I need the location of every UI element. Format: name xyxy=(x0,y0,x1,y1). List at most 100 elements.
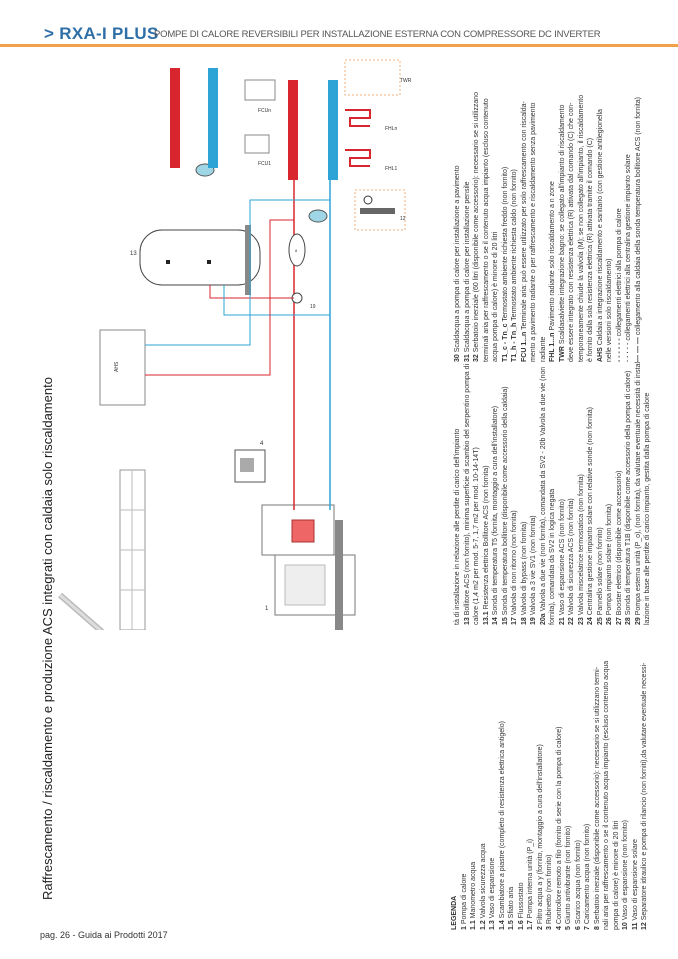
legend-text: calore (1,4 m2 per mod. 5-7, 1,7 m2 per … xyxy=(473,447,480,625)
legend-key: 27 xyxy=(615,617,623,625)
legend-key: 1.5 xyxy=(508,920,515,930)
legend-item: T1_h - Tn_h Termostato ambiente richiest… xyxy=(510,52,520,362)
legend-text: Manometro acqua xyxy=(470,861,477,919)
label-controller: 4 xyxy=(260,441,264,447)
legend-item: deve essere integrato con resistenza ele… xyxy=(567,52,577,362)
legend-text: Vaso di espansione xyxy=(489,857,496,919)
legend-item: 19 Valvola a 3 vie SV1 (non fornita) xyxy=(529,365,539,625)
legend-text: Pompa esterna unità (P_o), (non fornita)… xyxy=(634,359,642,616)
legend-text: Rubinetto (non fornito) xyxy=(546,854,553,925)
legend-text: Sonda di temperatura bollitore (disponib… xyxy=(501,386,509,616)
legend-key: LEGENDA xyxy=(451,895,458,930)
legend-item: 1.4 Scambiatore a piastre (completo di r… xyxy=(498,630,508,930)
legend-item: 27 Booster elettrico (disponibile come a… xyxy=(615,365,625,625)
legend-item: nali aria per raffrescamento o se il con… xyxy=(602,630,612,930)
legend-text: Pannello solare (non fornito) xyxy=(596,527,604,616)
legend-text: Pompa di calore xyxy=(460,873,468,925)
legend-item: 12 Separatore idraulico e pompa di rilan… xyxy=(640,630,650,930)
legend-text: collegamento alla caldaia della sonda te… xyxy=(634,97,642,336)
legend-item: 1.5 Sfiato aria xyxy=(507,630,517,930)
legend-item: 17 Valvola di non ritorno (non fornita) xyxy=(510,365,520,625)
legend-key: 21 xyxy=(558,617,566,625)
legend-text: Valvola a due vie (non fornita), comanda… xyxy=(539,366,547,612)
legend-key: 14 xyxy=(492,617,499,625)
pump-29 xyxy=(363,195,373,205)
label-fcun: FCUn xyxy=(258,108,271,114)
legend-text: nali aria per raffrescamento o se il con… xyxy=(603,660,610,930)
legend-text: Separatore idraulico e pompa di rilancio… xyxy=(641,662,648,921)
legend-text: Serbatoio inerziale (disponibile come ac… xyxy=(593,666,601,925)
legend-item: TWR Scaldasalviette integrazione bagno: … xyxy=(558,52,568,362)
legend-text: collegamenti elettrici alla centralina g… xyxy=(625,154,632,341)
legend-text: radiante xyxy=(539,336,547,362)
legend-item: 10 Vaso di espansione (non fornito) xyxy=(621,630,631,930)
legend-key: TWR xyxy=(558,346,566,362)
legend-item: AHS Caldaia a integrazione riscaldamento… xyxy=(596,52,606,362)
legend-item: 1 Pompa di calore xyxy=(460,630,470,930)
legend-item: 21 Vaso di espansione ACS (non fornito) xyxy=(558,365,568,625)
label-fcu1: FCU1 xyxy=(258,161,271,167)
header-subtitle: POMPE DI CALORE REVERSIBILI PER INSTALLA… xyxy=(154,29,601,40)
legend-key: 1.3 xyxy=(489,920,496,930)
fcun-unit xyxy=(244,79,276,101)
legend-text: Vaso di espansione (non fornito) xyxy=(622,819,629,921)
twr-box xyxy=(344,59,401,96)
fcu1-unit xyxy=(244,134,270,154)
legend-item: — — — collegamento alla caldaia della so… xyxy=(634,52,644,362)
legend-text: Valvola a 3 vie SV1 (non fornita) xyxy=(530,515,537,616)
legend-item: - - - - - - collegamenti elettrici alla … xyxy=(615,52,625,362)
legend-text: è fornito dalla sola resistenza elettric… xyxy=(587,137,594,362)
label-fhln: FHLn xyxy=(385,126,397,132)
legend-key: 25 xyxy=(596,617,604,625)
legend-text: Termostato ambiente richiesta caldo (non… xyxy=(511,169,518,321)
legend-key: 28 xyxy=(625,617,632,625)
legend-column-3: 30 Scaldacqua a pompa di calore per inst… xyxy=(453,52,643,362)
legend-key: 30 xyxy=(454,354,461,362)
legend-text: Giunto antivibrante (non fornito) xyxy=(565,825,572,925)
legend-text: lazione in base alle perdite di carico i… xyxy=(644,392,651,625)
sensor-15 xyxy=(166,260,170,264)
wall xyxy=(119,469,146,630)
label-tank: 13 xyxy=(130,251,137,257)
legend-key: 11 xyxy=(631,922,639,930)
header-rule xyxy=(0,44,678,47)
legend-item: 8 Serbatoio inerziale (disponibile come … xyxy=(593,630,603,930)
legend-item: 13.1 Resistenza elettrica Bollitore ACS … xyxy=(482,365,492,625)
legend-text: Caricamento acqua (non fornito) xyxy=(584,823,591,925)
legend-item: 30 Scaldacqua a pompa di calore per inst… xyxy=(453,52,463,362)
buffer-tank xyxy=(288,233,306,267)
legend-item: 11 Vaso di espansione solare xyxy=(631,630,641,930)
legend-item: 24 Centralina gestione impianto solare c… xyxy=(586,365,596,625)
legend-key: · · · · · xyxy=(625,342,632,362)
legend-key: 18 xyxy=(520,617,528,625)
legend-key: 5 xyxy=(565,926,572,930)
legend-text: collegamenti elettrici alla pompa di cal… xyxy=(615,208,623,337)
legend-text: Booster elettrico (disponibile come acce… xyxy=(615,470,623,616)
legend-item: 14 Sonda di temperatura T5 (fornita, mon… xyxy=(491,365,501,625)
legend-text: Valvola sicurezza acqua xyxy=(479,843,487,919)
legend-item: · · · · · collegamenti elettrici alla ce… xyxy=(624,52,634,362)
legend-key: 12 xyxy=(641,922,648,930)
legend-item: 13 Bollitore ACS (non fornito), minima s… xyxy=(463,364,473,625)
legend-text: Termostato ambiente richiesta freddo (no… xyxy=(501,166,509,322)
legend-key: 7 xyxy=(584,926,591,930)
legend-item: FCU 1...n Terminale aria: può essere uti… xyxy=(520,52,530,362)
legend-text: Scaldacqua a pompa di calore per install… xyxy=(463,181,471,353)
page-header: > RXA-I PLUS POMPE DI CALORE REVERSIBILI… xyxy=(0,22,678,47)
legend-text: Vaso di espansione ACS (non fornito) xyxy=(558,499,566,616)
legend-key: — — — xyxy=(634,337,642,362)
dhw-tank xyxy=(139,229,261,286)
legend-text: Scarico acqua (non fornito) xyxy=(574,840,582,925)
legend-item: nelle versioni solo riscaldamento) xyxy=(605,52,615,363)
legend-text: nelle versioni solo riscaldamento) xyxy=(606,258,613,363)
label-heat-pump: 1 xyxy=(265,606,269,612)
legend-item: 20a Valvola a due vie (non fornita), com… xyxy=(539,365,549,625)
expansion-vessel-10 xyxy=(308,209,328,223)
legend-item: 22 Valvola di sicurezza ACS (non fornita… xyxy=(567,365,577,625)
legend-key: 13.1 xyxy=(482,611,490,625)
legend-text: Controllore remoto a filo (fornito di se… xyxy=(555,726,563,925)
legend-key: AHS xyxy=(596,347,604,362)
legend-item: 5 Giunto antivibrante (non fornito) xyxy=(564,630,574,930)
legend-item: mento a pavimento radiante o per raffres… xyxy=(529,52,539,362)
legend-key: 20a xyxy=(539,613,547,625)
